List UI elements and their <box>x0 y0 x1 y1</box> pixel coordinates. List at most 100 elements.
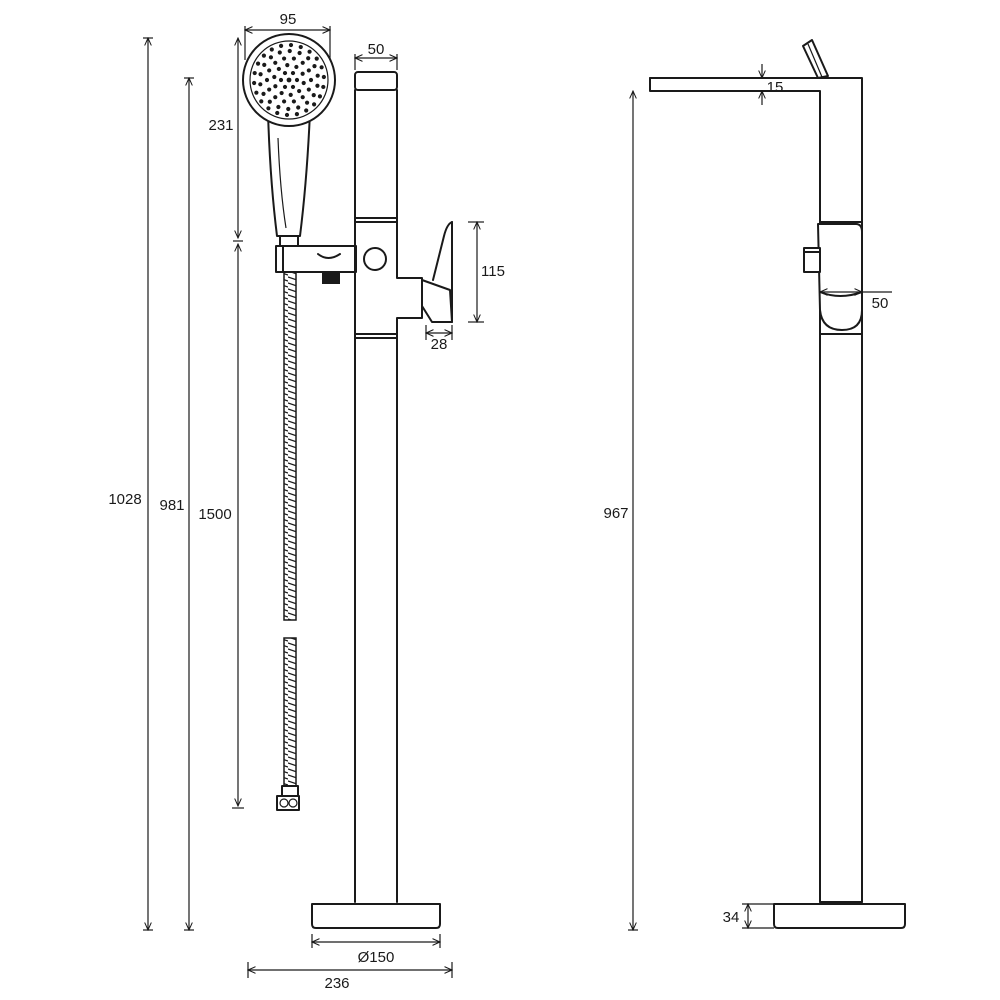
nozzle-dot <box>321 84 326 90</box>
side-lever <box>803 223 863 331</box>
nozzle-dot <box>282 84 288 90</box>
dim-overall-projection: 236 <box>324 975 349 992</box>
nozzle-dot <box>298 44 303 50</box>
nozzle-dot <box>297 88 302 94</box>
nozzle-dot <box>258 82 263 87</box>
nozzle-dot <box>314 56 319 61</box>
dim-lever-height: 115 <box>481 263 505 280</box>
front-dimensions <box>143 26 484 978</box>
dim-hose-length: 1500 <box>198 506 231 523</box>
nozzle-dot <box>294 64 299 70</box>
nozzle-dot <box>300 71 305 76</box>
nozzle-dot <box>290 84 296 90</box>
mixer-lever <box>421 221 453 323</box>
nozzle-dot <box>278 43 284 49</box>
nozzle-dot <box>308 77 314 83</box>
nozzle-dot <box>273 95 278 100</box>
nozzle-dot <box>294 77 300 83</box>
nozzle-dot <box>259 99 264 104</box>
nozzle-dot <box>258 72 263 77</box>
dim-overall-height: 1028 <box>108 491 141 508</box>
base-flange <box>311 897 441 929</box>
front-dimension-labels: 95 50 231 1500 1028 981 115 28 Ø150 236 <box>108 11 505 992</box>
nozzle-dot <box>307 49 312 54</box>
nozzle-dot <box>267 68 272 73</box>
side-mixer-body <box>649 77 863 903</box>
nozzle-dot <box>300 60 305 65</box>
dim-spout-height: 981 <box>159 497 184 514</box>
shower-hose <box>276 269 300 811</box>
nozzle-dot <box>288 42 294 48</box>
nozzle-dot <box>290 70 296 76</box>
nozzle-dot <box>261 91 266 96</box>
dim-lever-depth: 28 <box>431 336 448 353</box>
nozzle-dot <box>272 74 277 80</box>
dim-spout-thickness: 15 <box>767 79 784 96</box>
nozzle-dot <box>304 108 309 113</box>
mixer-body <box>354 71 423 899</box>
nozzle-dot <box>273 60 278 65</box>
nozzle-dot <box>315 73 320 78</box>
side-dimensions <box>628 64 892 930</box>
nozzle-dot <box>312 102 317 107</box>
nozzle-dot <box>312 64 317 69</box>
nozzle-dot <box>252 80 257 86</box>
nozzle-dot <box>285 63 290 68</box>
front-view: 95 50 231 1500 1028 981 115 28 Ø150 236 <box>108 11 505 992</box>
nozzle-dot <box>267 99 272 104</box>
nozzle-dot <box>277 50 282 55</box>
side-dimension-labels: 15 967 50 34 <box>603 79 888 926</box>
side-base-flange <box>773 901 906 929</box>
nozzle-dot <box>306 68 311 73</box>
nozzle-dot <box>286 106 291 112</box>
nozzle-dot <box>273 84 278 89</box>
nozzle-dot <box>287 48 292 54</box>
nozzle-dot <box>269 47 274 52</box>
nozzle-dot <box>304 100 310 105</box>
nozzle-dot <box>288 92 293 97</box>
handset-holder <box>275 245 387 284</box>
nozzle-dot <box>282 56 287 61</box>
nozzle-dot <box>282 99 287 104</box>
dim-spout-width: 50 <box>368 41 385 58</box>
nozzle-dot <box>276 66 281 72</box>
nozzle-dot <box>252 70 257 76</box>
nozzle-dot <box>254 90 259 95</box>
nozzle-dot <box>315 83 320 88</box>
shower-handset <box>242 33 336 247</box>
nozzle-dot <box>291 99 296 104</box>
nozzle-dot <box>294 111 300 117</box>
hose-nut <box>276 795 300 811</box>
nozzle-dot <box>262 62 267 67</box>
nozzle-dot <box>321 74 326 80</box>
nozzle-dot <box>266 106 271 111</box>
nozzle-dot <box>286 77 292 83</box>
nozzle-dot <box>296 105 301 110</box>
nozzle-dot <box>291 56 296 61</box>
nozzle-dot <box>300 95 305 100</box>
dim-base-height: 34 <box>723 909 740 926</box>
nozzle-dot <box>311 93 316 98</box>
nozzle-dot <box>282 70 288 76</box>
side-handset <box>802 39 829 79</box>
dim-handset-length: 231 <box>208 117 233 134</box>
nozzle-dot <box>268 55 274 60</box>
nozzle-dot <box>275 110 280 116</box>
handset-nozzles <box>252 42 326 118</box>
nozzle-dot <box>284 112 290 118</box>
nozzle-dot <box>276 104 281 110</box>
nozzle-dot <box>317 94 323 99</box>
side-view: 15 967 50 34 <box>603 39 906 930</box>
nozzle-dot <box>264 77 270 83</box>
nozzle-dot <box>306 87 311 92</box>
nozzle-dot <box>261 53 266 58</box>
nozzle-dot <box>319 65 324 70</box>
nozzle-dot <box>267 87 272 92</box>
nozzle-dot <box>279 90 284 96</box>
nozzle-dot <box>301 80 306 86</box>
nozzle-dot <box>306 56 311 61</box>
nozzle-dot <box>255 61 261 66</box>
dim-body-height: 967 <box>603 505 628 522</box>
dim-handset-diameter: 95 <box>280 11 297 28</box>
